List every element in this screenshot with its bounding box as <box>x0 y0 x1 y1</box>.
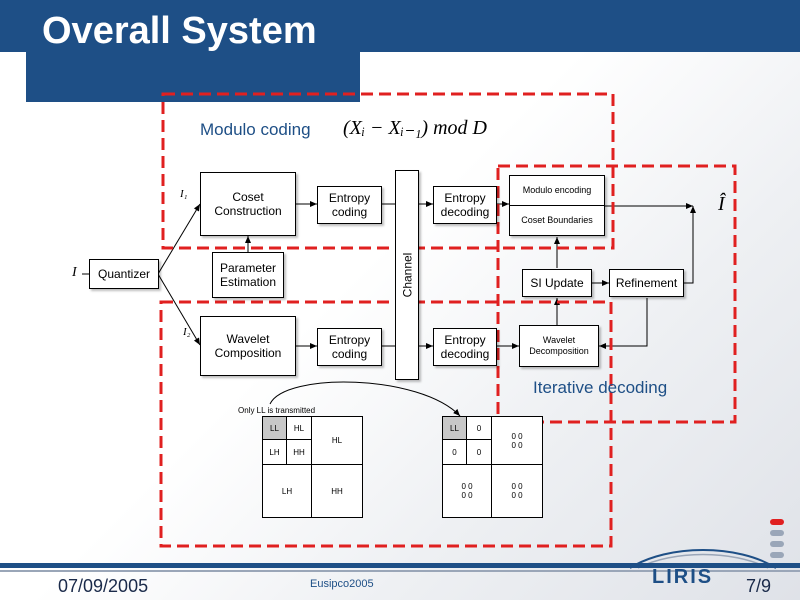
left-grid-hl-big: HL <box>311 416 363 465</box>
coset-boundaries-label: Coset Boundaries <box>521 215 593 225</box>
page-number: 7/9 <box>746 576 772 596</box>
modulo-coding-label: Modulo coding <box>200 120 311 139</box>
entropy-decoding-top-block: Entropy decoding <box>433 186 497 224</box>
modulo-encoding-block: Modulo encoding Coset Boundaries <box>509 175 605 236</box>
i1-symbol: I₁ <box>180 188 188 200</box>
i2-symbol: I₂ <box>183 326 191 338</box>
left-grid-hh-small: HH <box>286 439 312 465</box>
entropy-decoding-bottom-block: Entropy decoding <box>433 328 497 366</box>
refinement-block: Refinement <box>609 269 684 297</box>
footer-conference: Eusipco2005 <box>310 578 374 590</box>
slide-title: Overall System <box>42 10 317 52</box>
left-grid-hl-small: HL <box>286 416 312 440</box>
right-grid-ll: LL <box>442 416 467 440</box>
right-grid-zero-3: 0 <box>466 439 492 465</box>
wavelet-decomposition-block: Wavelet Decomposition <box>519 325 599 367</box>
channel-label: Channel <box>400 252 415 298</box>
footer-date: 07/09/2005 <box>58 576 149 596</box>
modulo-formula: (Xᵢ − Xᵢ₋₁) mod D <box>343 117 487 139</box>
decor-pill-red <box>770 519 784 525</box>
left-grid-ll: LL <box>262 416 287 440</box>
left-grid-lh-small: LH <box>262 439 287 465</box>
right-grid-zero-2: 0 <box>442 439 467 465</box>
wavelet-composition-block: Wavelet Composition <box>200 316 296 376</box>
right-grid-zeros-tr: 0 0 0 0 <box>491 416 543 465</box>
iterative-decoding-label: Iterative decoding <box>533 378 668 397</box>
right-grid-zero-1: 0 <box>466 416 492 440</box>
si-update-block: SI Update <box>522 269 592 297</box>
left-grid-lh-big: LH <box>262 464 312 518</box>
footer-line-secondary <box>0 570 800 572</box>
only-ll-note: Only LL is transmitted <box>238 406 316 415</box>
input-symbol: I <box>72 265 77 280</box>
liris-logo: LIRIS <box>652 566 714 588</box>
entropy-coding-top-block: Entropy coding <box>317 186 382 224</box>
decor-pill-2 <box>770 541 784 547</box>
parameter-estimation-block: Parameter Estimation <box>212 252 284 298</box>
header-bar <box>0 0 800 52</box>
coset-construction-block: Coset Construction <box>200 172 296 236</box>
right-grid-zeros-br: 0 0 0 0 <box>491 464 543 518</box>
logo-swoosh <box>629 549 777 569</box>
entropy-coding-bottom-block: Entropy coding <box>317 328 382 366</box>
footer-line <box>0 563 800 568</box>
output-symbol: Î <box>718 193 725 215</box>
channel-block: Channel <box>395 170 419 380</box>
modulo-encoding-label: Modulo encoding <box>510 176 604 206</box>
decor-pill-1 <box>770 530 784 536</box>
decor-pill-3 <box>770 552 784 558</box>
right-grid-zeros-bl: 0 0 0 0 <box>442 464 492 518</box>
left-grid-hh-big: HH <box>311 464 363 518</box>
quantizer-block: Quantizer <box>89 259 159 289</box>
